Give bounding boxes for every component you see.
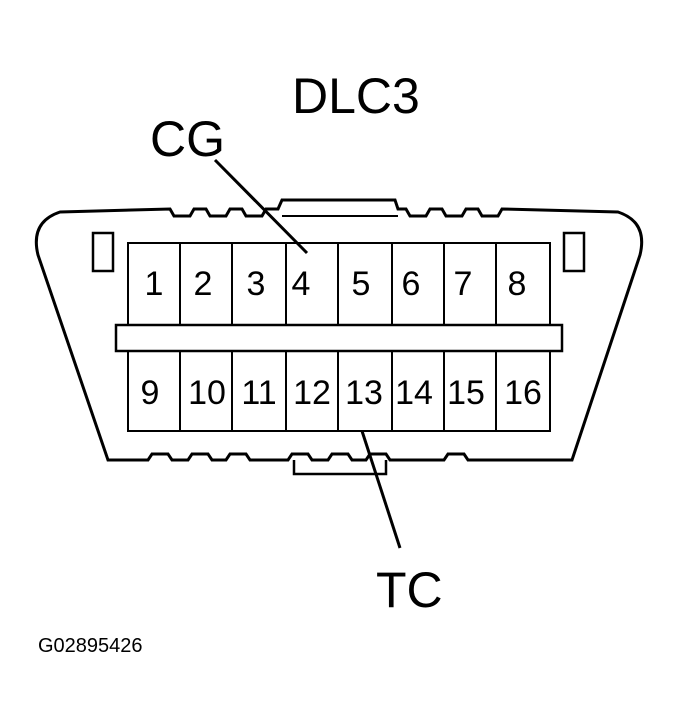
pin-number-16: 16 bbox=[504, 374, 542, 412]
pin-number-14: 14 bbox=[395, 374, 433, 412]
pin-number-10: 10 bbox=[188, 374, 226, 412]
bottom-pin-numbers: 9 10 11 12 13 14 15 16 bbox=[141, 374, 542, 412]
cg-leader-line bbox=[213, 158, 309, 255]
pin-number-5: 5 bbox=[352, 265, 371, 303]
right-latch-slot bbox=[562, 231, 586, 273]
figure-code: G02895426 bbox=[38, 635, 143, 657]
pin-number-4: 4 bbox=[292, 265, 311, 303]
connector-outline bbox=[34, 198, 644, 462]
bottom-pin-row bbox=[127, 350, 551, 432]
pin-number-11: 11 bbox=[241, 374, 276, 412]
pin-cell-16 bbox=[495, 350, 551, 432]
bottom-key-tab bbox=[292, 460, 388, 476]
pin-number-7: 7 bbox=[454, 265, 473, 303]
pin-cell-8 bbox=[495, 242, 551, 326]
pin-number-1: 1 bbox=[145, 265, 164, 303]
pin-number-3: 3 bbox=[247, 265, 266, 303]
cg-label: CG bbox=[150, 111, 225, 167]
pin-number-12: 12 bbox=[293, 374, 331, 412]
pin-number-2: 2 bbox=[194, 265, 213, 303]
top-pin-row bbox=[127, 242, 551, 326]
tc-leader-line bbox=[360, 430, 402, 549]
top-pin-numbers: 1 2 3 4 5 6 7 8 bbox=[145, 265, 527, 303]
diagram-title: DLC3 bbox=[292, 68, 420, 124]
pin-number-9: 9 bbox=[141, 374, 160, 412]
pin-number-15: 15 bbox=[447, 374, 485, 412]
pin-number-8: 8 bbox=[508, 265, 527, 303]
tc-label: TC bbox=[376, 562, 443, 618]
center-divider-bar bbox=[114, 323, 564, 353]
pin-number-13: 13 bbox=[345, 374, 383, 412]
left-latch-slot bbox=[91, 231, 115, 273]
pin-number-6: 6 bbox=[402, 265, 421, 303]
